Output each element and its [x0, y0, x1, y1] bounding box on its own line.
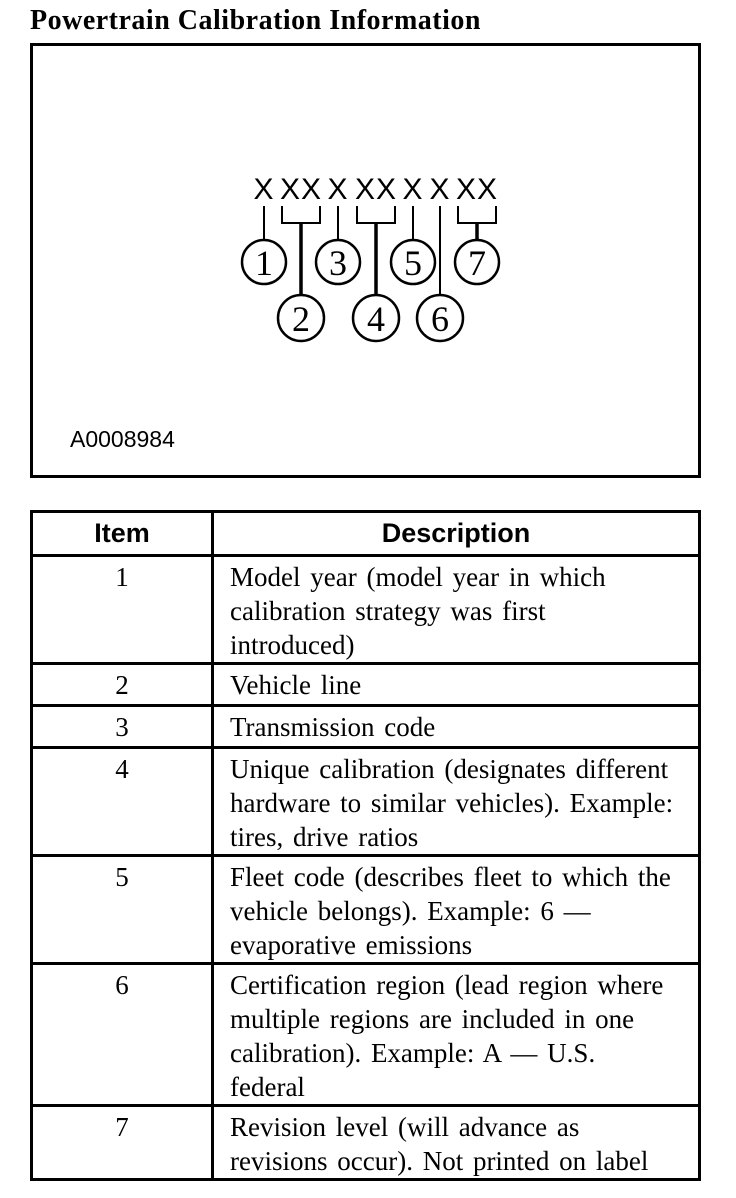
callout-number-1: 1	[255, 243, 273, 283]
item-cell: 1	[30, 554, 214, 665]
code-group-2: XX	[280, 173, 322, 206]
code-group-4: XX	[355, 173, 397, 206]
code-group-7: XX	[456, 173, 498, 206]
callout-circle-6	[415, 293, 465, 343]
item-column-header: Item	[30, 510, 214, 557]
callout-number-7: 7	[468, 243, 486, 283]
description-cell: Fleet code (describes fleet to which the…	[211, 854, 701, 965]
description-cell: Revision level (will advance as revision…	[211, 1104, 701, 1181]
item-cell: 7	[30, 1104, 214, 1181]
callout-number-4: 4	[367, 299, 385, 339]
table-header-row: Item Description	[30, 510, 701, 557]
callout-number-3: 3	[329, 243, 347, 283]
item-cell: 5	[30, 854, 214, 965]
description-cell: Transmission code	[211, 704, 701, 749]
callout-number-2: 2	[292, 299, 310, 339]
code-group-6: X	[429, 173, 450, 206]
leader-bracket-7	[457, 206, 497, 224]
code-group-3: X	[327, 173, 348, 206]
leader-bracket-2	[281, 206, 321, 224]
code-group-5: X	[402, 173, 423, 206]
callout-circle-2	[276, 293, 326, 343]
item-cell: 2	[30, 662, 214, 707]
item-cell: 3	[30, 704, 214, 749]
code-group-1: X	[253, 173, 274, 206]
figure-id-label: A0008984	[70, 426, 175, 452]
calibration-code-figure: X XX X XX X X XX 1 3 5 7 2 4 6	[30, 43, 701, 478]
description-cell: Unique calibration (designates different…	[211, 746, 701, 857]
item-cell: 6	[30, 962, 214, 1107]
callout-circle-3	[314, 238, 362, 286]
callout-number-5: 5	[404, 243, 422, 283]
callout-number-6: 6	[431, 299, 449, 339]
callout-circle-1	[240, 238, 288, 286]
leader-bracket-4	[356, 206, 396, 224]
callout-circle-5	[389, 238, 437, 286]
description-cell: Vehicle line	[211, 662, 701, 707]
description-cell: Model year (model year in which calibrat…	[211, 554, 701, 665]
description-cell: Certification region (lead region where …	[211, 962, 701, 1107]
description-column-header: Description	[211, 510, 701, 557]
callout-circle-4	[351, 293, 401, 343]
calibration-code-diagram: X XX X XX X X XX 1 3 5 7 2 4 6	[70, 173, 501, 452]
callout-circle-7	[453, 238, 501, 286]
item-cell: 4	[30, 746, 214, 857]
page-title: Powertrain Calibration Information	[30, 5, 481, 36]
